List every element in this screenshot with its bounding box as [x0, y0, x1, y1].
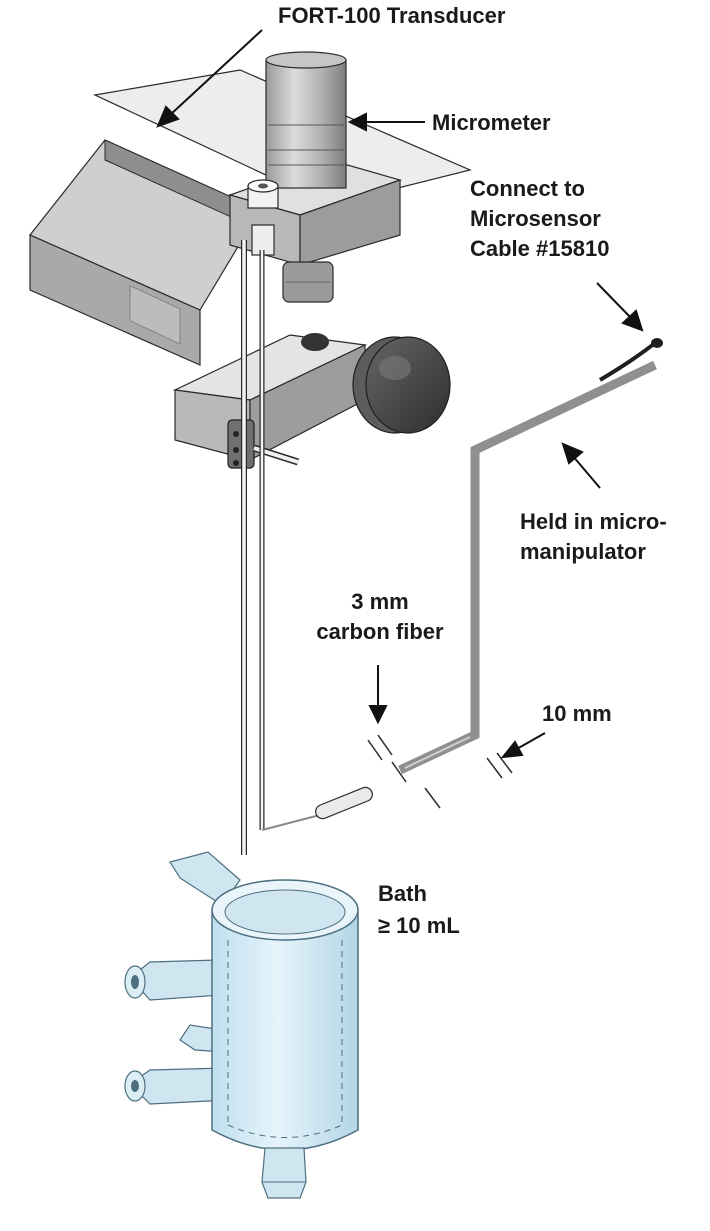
held-label-line2: manipulator	[520, 539, 646, 564]
callout-arrows	[156, 29, 644, 759]
held-label-line1: Held in micro-	[520, 509, 667, 534]
spacing-label: 10 mm	[542, 701, 612, 726]
fiber-label-line2: carbon fiber	[316, 619, 444, 644]
micrometer	[265, 51, 347, 189]
transducer-label: FORT-100 Transducer	[278, 3, 506, 28]
micrometer-label: Micrometer	[432, 110, 551, 135]
dimension-ticks	[367, 734, 513, 809]
bath-label-line2: ≥ 10 mL	[378, 913, 460, 938]
bath-label-line1: Bath	[378, 881, 427, 906]
lower-clamp	[172, 333, 368, 461]
connect-label-line1: Connect to	[470, 176, 585, 201]
carbon-fiber-sample	[315, 786, 373, 820]
adjustment-knob	[352, 336, 451, 434]
bath-chamber	[124, 851, 359, 1199]
fiber-label-line1: 3 mm	[351, 589, 409, 614]
connect-label-line2: Microsensor	[470, 206, 601, 231]
mounting-block	[29, 139, 261, 366]
microsensor-wire	[398, 338, 663, 775]
connect-label-line3: Cable #15810	[470, 236, 610, 261]
transducer-rods	[241, 240, 321, 855]
transducer-post	[247, 179, 279, 256]
